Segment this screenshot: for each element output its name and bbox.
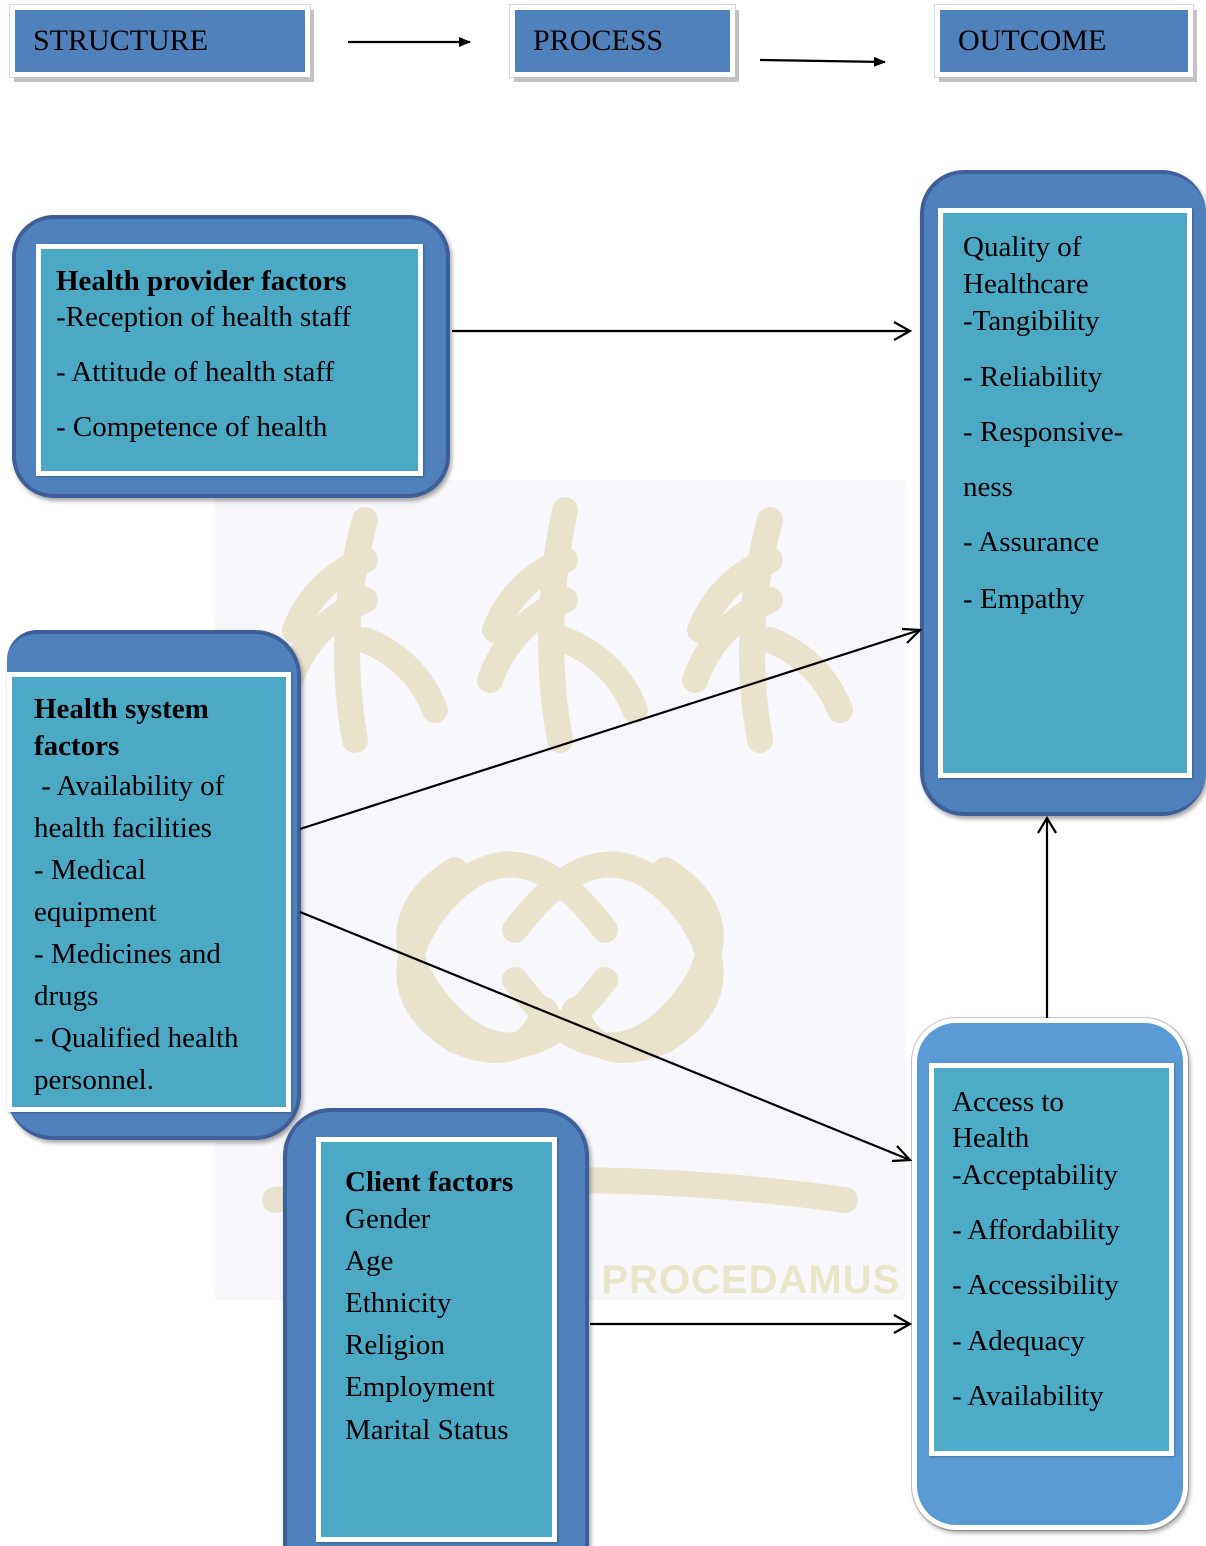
client-factors-box: Client factors Gender Age Ethnicity Reli… [283, 1108, 589, 1546]
system-line: - Medicines and [34, 938, 221, 970]
process-box: PROCESS [510, 5, 735, 77]
provider-item: - Attitude of health staff [56, 356, 335, 388]
quality-item: - Assurance [963, 526, 1100, 558]
quality-item: ness [963, 471, 1013, 503]
quality-of-healthcare-box: Quality of Healthcare -Tangibility - Rel… [920, 170, 1206, 816]
arrow-system-to-access [299, 910, 913, 1163]
access-item: - Availability [952, 1380, 1104, 1412]
quality-item: - Reliability [963, 361, 1103, 393]
provider-item: - Competence of health [56, 411, 328, 443]
access-to-health-box: Access to Health -Acceptability - Afford… [912, 1018, 1188, 1530]
quality-title-cont: Healthcare [963, 268, 1089, 300]
client-factors-inner: Client factors Gender Age Ethnicity Reli… [316, 1137, 557, 1542]
client-item: Employment [345, 1371, 495, 1403]
access-item: - Affordability [952, 1214, 1120, 1246]
arrow-client-to-access [590, 1314, 913, 1334]
system-line: health facilities [34, 812, 212, 844]
access-item: -Acceptability [952, 1159, 1118, 1191]
system-line: drugs [34, 980, 99, 1012]
health-system-title: Health system [34, 693, 209, 725]
system-line: - Qualified health [34, 1022, 239, 1054]
health-system-title-cont: factors [34, 730, 120, 762]
system-line: equipment [34, 896, 157, 928]
system-line: personnel. [34, 1064, 154, 1096]
quality-item: - Empathy [963, 583, 1085, 615]
access-to-health-inner: Access to Health -Acceptability - Afford… [929, 1063, 1174, 1456]
client-factors-title: Client factors [345, 1166, 514, 1198]
arrow-access-to-quality [1037, 815, 1057, 1018]
quality-item: - Responsive- [963, 416, 1124, 448]
provider-item: -Reception of health staff [56, 301, 351, 333]
quality-of-healthcare-inner: Quality of Healthcare -Tangibility - Rel… [938, 208, 1192, 778]
client-item: Ethnicity [345, 1287, 452, 1319]
health-provider-factors-inner: Health provider factors -Reception of he… [36, 244, 423, 476]
quality-item: -Tangibility [963, 305, 1100, 337]
health-system-factors-inner: Health system factors - Availability of … [7, 672, 291, 1112]
health-provider-title: Health provider factors [56, 265, 347, 297]
health-provider-factors-box: Health provider factors -Reception of he… [12, 215, 450, 498]
structure-box: STRUCTURE [10, 5, 310, 77]
access-title: Access to [952, 1086, 1064, 1118]
client-item: Gender [345, 1203, 431, 1235]
system-line: - Medical [34, 854, 146, 886]
arrow-provider-to-quality [452, 321, 913, 341]
access-title-cont: Health [952, 1122, 1030, 1154]
quality-title: Quality of [963, 231, 1082, 263]
arrow-process-to-outcome [759, 56, 886, 67]
client-item: Age [345, 1245, 394, 1277]
client-item: Religion [345, 1329, 445, 1361]
access-item: - Accessibility [952, 1269, 1119, 1301]
system-line: - Availability of [34, 770, 225, 802]
outcome-box: OUTCOME [935, 5, 1193, 77]
access-item: - Adequacy [952, 1325, 1085, 1357]
client-item: Marital Status [345, 1414, 509, 1446]
arrow-system-to-quality [299, 627, 923, 831]
health-system-factors-box: Health system factors - Availability of … [7, 630, 301, 1140]
